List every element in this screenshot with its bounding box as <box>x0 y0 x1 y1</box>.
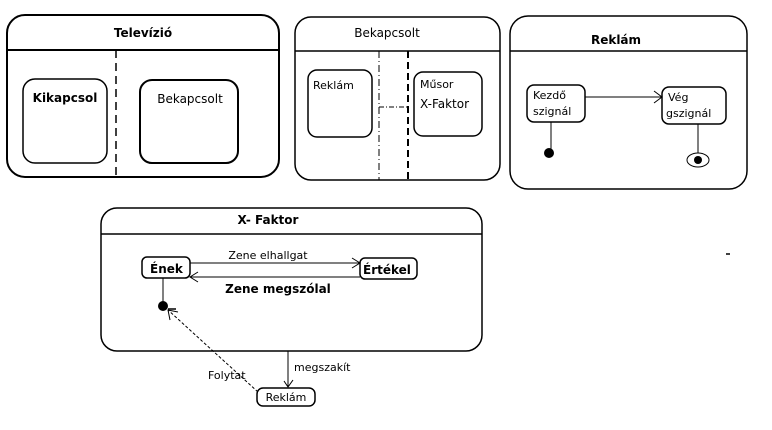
arrowhead-icon <box>189 271 199 283</box>
arrowhead-icon <box>351 257 361 269</box>
label-zene-megszolal: Zene megszólal <box>225 282 331 296</box>
state-reklam-bottom <box>256 387 316 407</box>
label-megszakit: megszakít <box>294 361 351 374</box>
state-kikapcsol <box>22 78 108 164</box>
label-folytat: Folytat <box>208 369 246 382</box>
arrowhead-icon <box>653 90 663 104</box>
state-enek-label: Ének <box>150 261 184 276</box>
state-reklam <box>307 69 373 138</box>
state-reklam-bottom-label: Reklám <box>266 391 307 404</box>
reklam-title: Reklám <box>591 33 641 47</box>
state-xfaktor-label: X-Faktor <box>420 97 469 111</box>
xfaktor-frame <box>100 207 483 352</box>
state-veg-line2: gszignál <box>666 107 711 120</box>
state-bekapcsolt-label: Bekapcsolt <box>157 92 223 106</box>
state-veg-szignal <box>661 86 727 125</box>
bekapcsolt-frame <box>294 16 501 181</box>
xfaktor-composite-state: X- Faktor Ének Értékel Zene elhallgat Ze… <box>100 207 483 352</box>
bekapcsolt-composite-state: Bekapcsolt Reklám Műsor X-Faktor <box>294 16 501 181</box>
reklam-composite-state: Reklám Kezdő szignál Vég gszignál <box>509 15 748 190</box>
state-ertekel <box>359 257 418 280</box>
state-musor <box>413 71 483 137</box>
televizio-title: Televízió <box>114 26 172 40</box>
initial-pseudostate-icon <box>544 148 554 158</box>
arrowhead-icon <box>167 309 179 321</box>
televizio-composite-state: Televízió Kikapcsol Bekapcsolt <box>6 14 280 178</box>
televizio-frame <box>6 14 280 178</box>
state-veg-line1: Vég <box>668 91 688 104</box>
state-kezdo-line1: Kezdő <box>533 89 566 102</box>
state-reklam-label: Reklám <box>313 79 354 92</box>
reklam-frame <box>509 15 748 190</box>
state-ertekel-label: Értékel <box>363 262 411 277</box>
transition-folytat <box>167 309 259 393</box>
state-musor-label: Műsor <box>420 78 454 91</box>
arrowhead-icon <box>283 379 294 388</box>
state-kezdo-szignal <box>526 84 586 123</box>
state-bekapcsolt <box>139 79 239 164</box>
bekapcsolt-title: Bekapcsolt <box>354 26 420 40</box>
final-state-ring-icon <box>686 152 710 168</box>
xfaktor-title: X- Faktor <box>238 213 299 227</box>
state-kezdo-line2: szignál <box>533 105 571 118</box>
state-enek <box>141 256 191 279</box>
state-kikapcsol-label: Kikapcsol <box>33 91 98 105</box>
label-zene-elhallgat: Zene elhallgat <box>228 249 308 262</box>
initial-pseudostate-icon <box>158 301 168 311</box>
final-state-dot-icon <box>694 156 702 164</box>
